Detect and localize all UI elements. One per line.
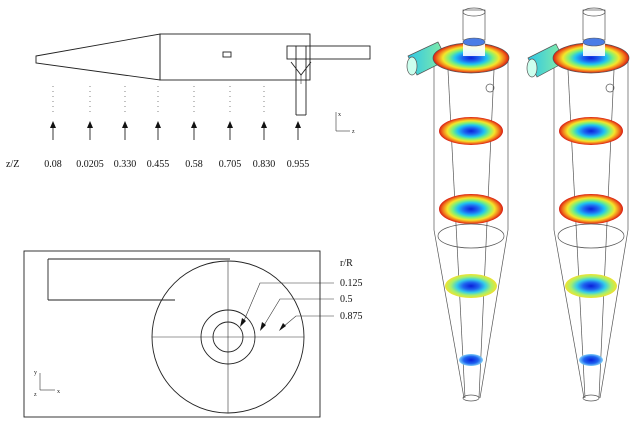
station-arrows [50, 121, 301, 140]
radial-value-2: 0.5 [340, 294, 353, 305]
arrow-station-1 [50, 121, 56, 140]
arrow-station-5 [191, 121, 197, 140]
arrow-station-7 [261, 121, 267, 140]
axial-coordinate-label: z/Z [6, 159, 19, 170]
radial-value-1: 0.125 [340, 278, 363, 289]
slice-contour-left-4 [459, 354, 483, 366]
cyclone-side-view [35, 33, 371, 116]
station-value-1: 0.08 [44, 159, 62, 170]
station-value-5: 0.58 [185, 159, 203, 170]
station-value-3: 0.330 [114, 159, 137, 170]
arrow-station-2 [87, 121, 93, 140]
station-labels: z/Z 0.08 0.0205 0.330 0.455 0.58 0.705 0… [6, 159, 309, 170]
station-value-7: 0.830 [253, 159, 276, 170]
slice-contour-right-3 [565, 274, 617, 298]
vortex-finder-outer [200, 309, 256, 365]
radial-value-3: 0.875 [340, 311, 363, 322]
axis-triad-bottom: y z x [34, 370, 60, 398]
axis-x-label-bottom: x [57, 389, 60, 395]
axis-z-label: z [352, 129, 355, 135]
cyclone-3d-right [526, 7, 630, 402]
arrow-station-8 [295, 121, 301, 140]
axis-x-label: x [338, 112, 341, 118]
cone-section [35, 33, 161, 81]
axis-triad-top: x z [335, 112, 355, 135]
body-marker [222, 51, 232, 58]
slice-contour-right-2 [559, 194, 623, 224]
vortex-finder-inner [212, 321, 244, 353]
arrow-station-3 [122, 121, 128, 140]
axis-y-label: y [34, 370, 37, 376]
cyclone-3d-left [406, 7, 510, 402]
slice-contour-left-3 [445, 274, 497, 298]
axis-z-label-bottom: z [34, 392, 37, 398]
arrow-station-6 [227, 121, 233, 140]
radial-coordinate-label: r/R [340, 258, 353, 269]
slice-contour-right-1 [559, 117, 623, 145]
station-guides [52, 86, 265, 112]
station-value-8: 0.955 [287, 159, 310, 170]
cylinder-section [159, 33, 311, 81]
slice-contour-right-4 [579, 354, 603, 366]
radial-labels: r/R 0.125 0.5 0.875 [340, 258, 363, 322]
tangential-inlet [286, 45, 371, 60]
cyclone-top-view [23, 250, 321, 418]
slice-contour-left-1 [439, 117, 503, 145]
slice-contour-left-2 [439, 194, 503, 224]
arrow-station-4 [155, 121, 161, 140]
top-view-frame [23, 250, 321, 418]
station-value-2: 0.0205 [76, 159, 104, 170]
station-value-4: 0.455 [147, 159, 170, 170]
station-value-6: 0.705 [219, 159, 242, 170]
radial-leaders [240, 282, 334, 331]
